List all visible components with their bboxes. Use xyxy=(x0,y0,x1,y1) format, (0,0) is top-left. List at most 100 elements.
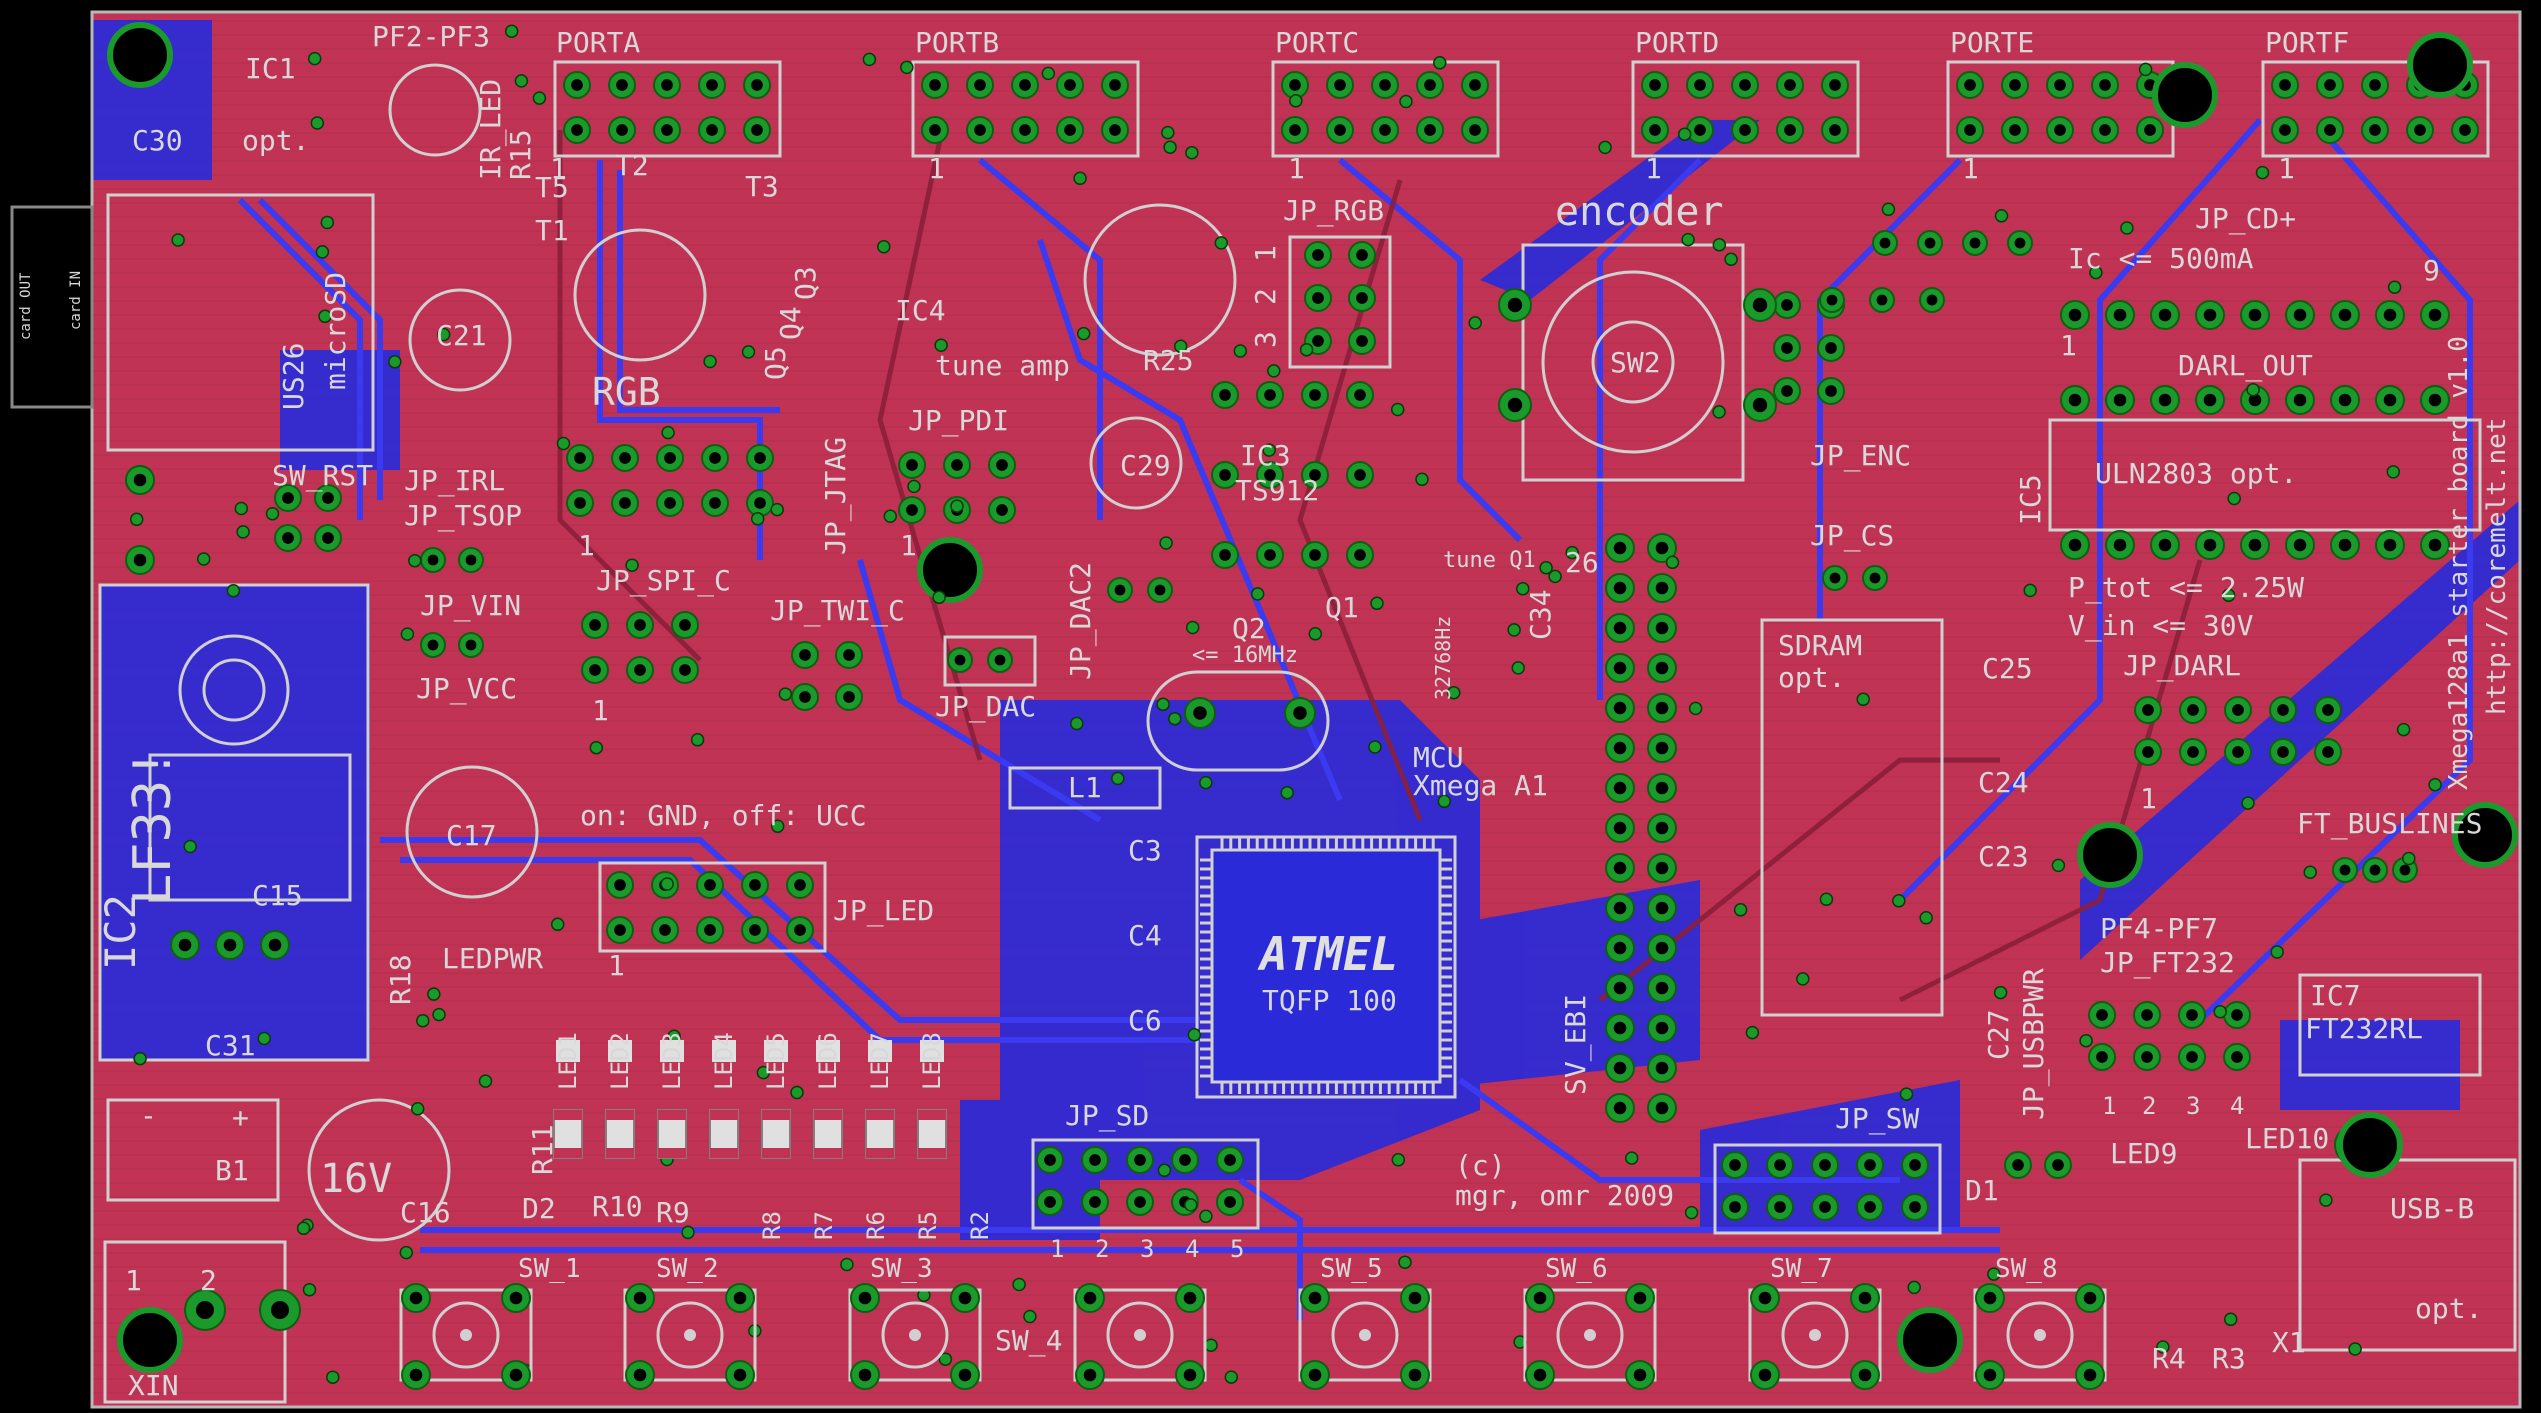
pad-drill xyxy=(754,452,766,464)
pad-drill xyxy=(1774,1201,1786,1213)
via xyxy=(196,552,211,566)
led-label: LED3 xyxy=(658,1032,686,1090)
pin1-marker-darl: 1 xyxy=(2060,329,2077,362)
pad-drill xyxy=(1354,549,1366,561)
switch-label: SW_8 xyxy=(1995,1254,2058,1284)
pad-drill xyxy=(704,924,716,936)
pad-drill xyxy=(196,1301,214,1319)
ledpwr-label: LEDPWR xyxy=(442,942,543,975)
via xyxy=(1624,1151,1639,1165)
via xyxy=(2156,1340,2170,1354)
via xyxy=(556,436,571,451)
pad-drill xyxy=(709,497,721,509)
via xyxy=(750,512,765,526)
sv-ebi-label: SV_EBI xyxy=(1559,994,1593,1095)
via xyxy=(1199,775,1213,790)
jp-ft232-pin2: 2 xyxy=(2142,1092,2156,1120)
via xyxy=(1796,972,1810,986)
pad-drill xyxy=(1729,1201,1741,1213)
c6-label: C6 xyxy=(1128,1004,1162,1037)
c24-label: C24 xyxy=(1978,766,2029,799)
porta-label: PORTA xyxy=(556,26,640,59)
jp-dac-label: JP_DAC xyxy=(935,690,1036,724)
pad-drill xyxy=(733,1368,747,1382)
via xyxy=(416,1013,430,1028)
pad-drill xyxy=(1154,584,1166,596)
ic5-label: IC5 xyxy=(2014,474,2047,525)
tune-amp-label: tune amp xyxy=(935,349,1070,382)
via xyxy=(1159,536,1173,550)
pad-drill xyxy=(2324,79,2336,91)
jp-ft232-pin1: 1 xyxy=(2102,1092,2116,1120)
pad-drill xyxy=(589,664,601,676)
sw-4-label: SW_4 xyxy=(995,1324,1062,1358)
ir-led-label: IR_LED xyxy=(474,79,508,180)
pad-drill xyxy=(1312,335,1324,347)
pad-drill xyxy=(2293,538,2307,552)
pad-drill xyxy=(133,473,147,487)
xin-label: XIN xyxy=(128,1369,179,1402)
jp-spi-c-label: JP_SPI_C xyxy=(596,564,731,598)
switch-outline xyxy=(848,1288,982,1382)
via xyxy=(320,215,335,230)
via xyxy=(1076,326,1091,341)
t1-label: T1 xyxy=(535,214,569,247)
via xyxy=(661,425,675,440)
pad-drill xyxy=(268,938,282,952)
pad-drill xyxy=(133,553,147,567)
pad-drill xyxy=(2113,308,2127,322)
via xyxy=(1168,711,1182,726)
portc-label: PORTC xyxy=(1275,26,1359,59)
q3-label: Q3 xyxy=(789,266,822,300)
pad-drill xyxy=(1044,1196,1056,1208)
uln-label: ULN2803 opt. xyxy=(2095,457,2297,490)
board-name-label: Xmega128a1 starter board v1.0 xyxy=(2444,336,2474,790)
via xyxy=(1565,545,1579,560)
pad-drill xyxy=(2338,393,2352,407)
pad-drill xyxy=(2369,79,2381,91)
pad-drill xyxy=(2012,1159,2024,1171)
via xyxy=(1161,125,1175,140)
pad-drill xyxy=(1858,1368,1872,1382)
t5-label: T5 xyxy=(535,171,569,204)
via xyxy=(1987,1267,2001,1281)
pad-drill xyxy=(614,879,626,891)
pad-drill xyxy=(1533,1368,1547,1382)
via xyxy=(1398,1255,1412,1269)
darl-out-label: DARL_OUT xyxy=(2178,349,2313,383)
q5-label: Q5 xyxy=(759,346,792,380)
pad-drill xyxy=(1424,124,1436,136)
pad-drill xyxy=(1752,397,1768,413)
via xyxy=(840,1257,854,1272)
pad-drill xyxy=(1758,1291,1772,1305)
porte-label: PORTE xyxy=(1950,26,2034,59)
pad-drill xyxy=(589,619,601,631)
via xyxy=(1041,66,1056,81)
pad-drill xyxy=(2009,79,2021,91)
resistor-label: R8 xyxy=(758,1211,786,1240)
jp-dac2-label: JP_DAC2 xyxy=(1064,562,1098,680)
pad-drill xyxy=(1969,237,1981,249)
via xyxy=(326,1370,340,1384)
pin1-marker-led: 1 xyxy=(608,949,625,982)
pad-drill xyxy=(1655,621,1669,635)
switch-outline xyxy=(399,1288,533,1382)
resistor-label: R6 xyxy=(862,1211,890,1240)
via xyxy=(2227,491,2241,506)
c21-label: C21 xyxy=(436,319,487,352)
pad-drill xyxy=(1825,385,1837,397)
via xyxy=(265,506,280,521)
pad-drill xyxy=(1308,1291,1322,1305)
pad-drill xyxy=(509,1291,523,1305)
r3-label: R3 xyxy=(2212,1342,2246,1375)
portb-label: PORTB xyxy=(915,26,999,59)
switch-button-center xyxy=(2034,1329,2046,1341)
pad-drill xyxy=(1613,1021,1627,1035)
pad-drill xyxy=(1424,79,1436,91)
pad-drill xyxy=(1655,1061,1669,1075)
resistor-label: R5 xyxy=(914,1211,942,1240)
pad-drill xyxy=(1633,1368,1647,1382)
pad-drill xyxy=(1784,79,1796,91)
switch-button-center xyxy=(684,1329,696,1341)
led-body xyxy=(920,1040,944,1062)
